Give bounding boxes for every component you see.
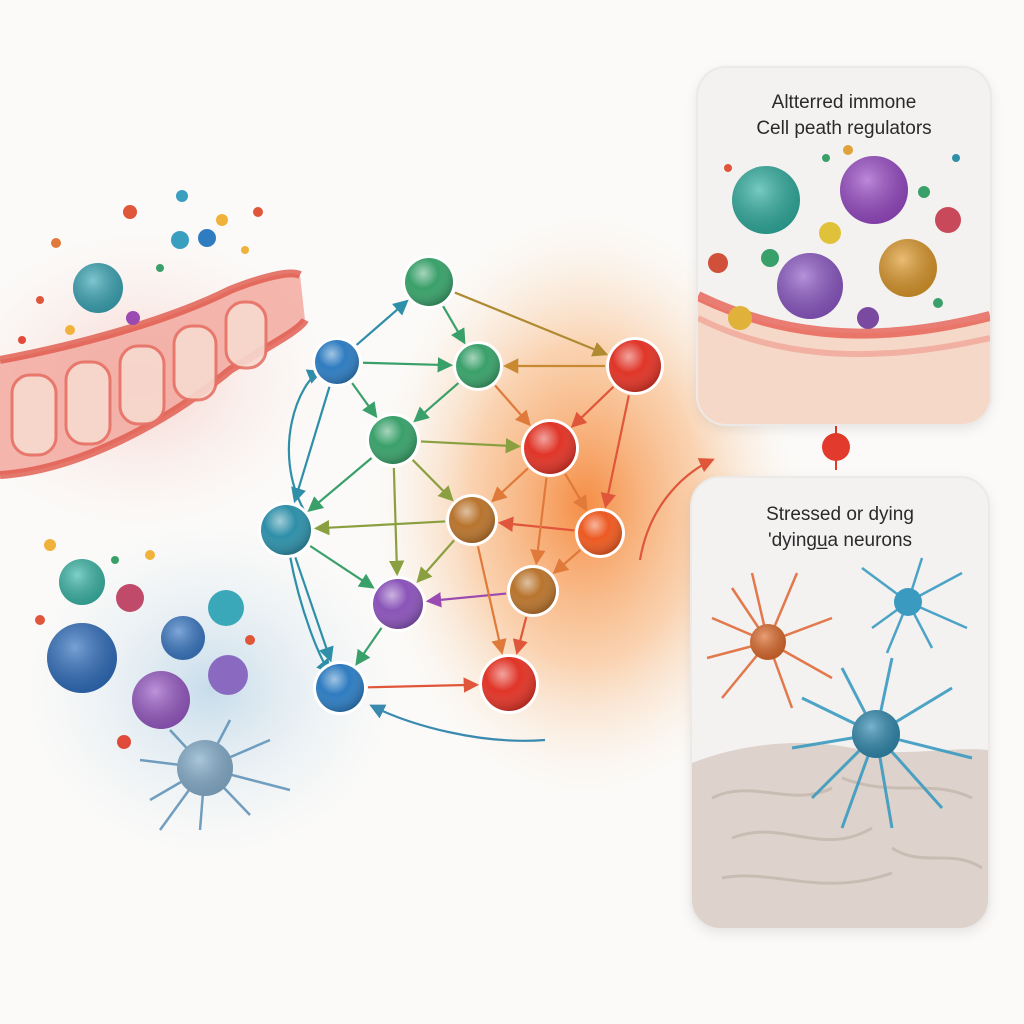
network-edge <box>355 299 409 346</box>
network-node-red <box>521 419 579 477</box>
immune-cells-upper-left <box>18 190 263 344</box>
network-edge <box>494 384 531 427</box>
node-shade <box>405 258 453 306</box>
intestine-tissue <box>0 269 309 479</box>
network-node-green <box>453 341 503 391</box>
network-node-green <box>402 255 456 309</box>
network-edges <box>287 291 715 742</box>
network-edge <box>420 438 522 454</box>
network-edge <box>294 557 334 663</box>
network-edge <box>491 467 529 503</box>
panel-title-immune: Altterred immone Cell peath regulators <box>698 90 990 142</box>
node-shade <box>456 344 500 388</box>
network-edge <box>442 305 466 345</box>
node-shade <box>315 340 359 384</box>
network-edge <box>411 459 454 502</box>
network-edge <box>309 545 375 589</box>
node-shade <box>578 511 622 555</box>
network-node-red <box>606 337 664 395</box>
network-node-red <box>479 654 539 714</box>
network-edge <box>512 616 528 656</box>
network-edge <box>497 516 575 532</box>
network-curve-edge <box>369 704 546 742</box>
network-edge <box>367 677 480 693</box>
panel-title-line-1: Altterred immone <box>771 92 917 113</box>
network-edge <box>425 592 507 608</box>
glial-cell-left <box>139 719 291 831</box>
network-curve-edge <box>638 458 715 561</box>
network-edge <box>291 386 331 504</box>
node-shade <box>524 422 576 474</box>
network-node-brown <box>507 565 559 617</box>
network-edge <box>570 386 615 428</box>
network-node-purple <box>370 576 426 632</box>
network-node-green <box>366 413 420 467</box>
node-shade <box>369 416 417 464</box>
network-curve-edge <box>287 369 323 513</box>
immune-regulators-panel: Altterred immone Cell peath regulators <box>698 68 990 424</box>
network-edge <box>388 467 405 577</box>
network-edge <box>416 539 455 584</box>
node-shade <box>482 657 536 711</box>
panel-title-neurons: Stressed or dying 'dyingu̲a neurons <box>692 502 988 554</box>
panel-title-line-2: Cell peath regulators <box>756 118 932 139</box>
node-shade <box>510 568 556 614</box>
network-node-teal <box>258 502 314 558</box>
network-edge <box>355 627 383 666</box>
node-shade <box>449 497 495 543</box>
network-edge <box>530 477 548 566</box>
network-edge <box>351 382 378 419</box>
node-shade <box>609 340 661 392</box>
network-edge <box>552 549 582 575</box>
node-shade <box>316 664 364 712</box>
network-node-orange <box>575 508 625 558</box>
neurons-panel: Stressed or dying 'dyingu̲a neurons <box>692 478 988 928</box>
network-edge <box>307 457 373 513</box>
neurons-illustration <box>692 557 988 928</box>
network-edge <box>454 291 609 357</box>
network-edge <box>362 357 454 373</box>
immune-cells-lower-left <box>35 539 255 749</box>
network-nodes <box>258 255 664 715</box>
node-shade <box>261 505 311 555</box>
network-edge <box>413 382 460 423</box>
network-node-brown <box>446 494 498 546</box>
node-shade <box>373 579 423 629</box>
network-node-blue <box>312 337 362 387</box>
cool-glow <box>20 520 400 860</box>
network-edge <box>600 395 630 509</box>
network-edge <box>564 473 588 512</box>
panel-title-line-2: 'dyingu̲a neurons <box>767 530 913 551</box>
network-edge <box>313 519 446 536</box>
network-edge <box>476 546 507 655</box>
network-node-blue <box>313 661 367 715</box>
panel-title-line-1: Stressed or dying <box>766 504 914 525</box>
immune-cells-illustration <box>698 145 990 424</box>
